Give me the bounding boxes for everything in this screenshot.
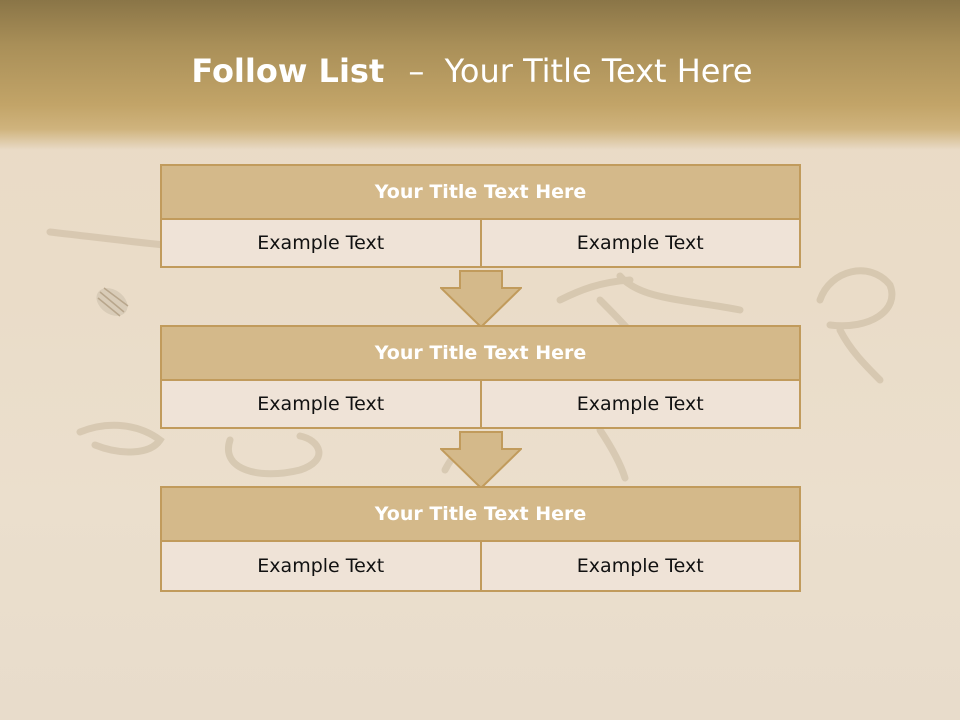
block-title[interactable]: Your Title Text Here xyxy=(160,164,801,220)
block-title[interactable]: Your Title Text Here xyxy=(160,486,801,542)
block-cell-left[interactable]: Example Text xyxy=(162,542,480,590)
block-cell-left[interactable]: Example Text xyxy=(162,381,480,427)
list-block-2: Your Title Text Here Example Text Exampl… xyxy=(160,325,801,429)
down-arrow-icon xyxy=(440,270,522,328)
header-band xyxy=(0,0,960,150)
title-separator: – xyxy=(408,52,425,90)
title-bold: Follow List xyxy=(191,52,385,90)
block-title[interactable]: Your Title Text Here xyxy=(160,325,801,381)
title-rest: Your Title Text Here xyxy=(444,52,753,90)
block-row: Example Text Example Text xyxy=(160,220,801,268)
seashell-icon xyxy=(96,287,129,317)
list-block-3: Your Title Text Here Example Text Exampl… xyxy=(160,486,801,592)
slide-title: Follow List – Your Title Text Here xyxy=(0,52,944,90)
block-cell-right[interactable]: Example Text xyxy=(479,220,799,266)
block-cell-right[interactable]: Example Text xyxy=(479,381,799,427)
block-cell-left[interactable]: Example Text xyxy=(162,220,480,266)
block-cell-right[interactable]: Example Text xyxy=(479,542,799,590)
list-block-1: Your Title Text Here Example Text Exampl… xyxy=(160,164,801,268)
block-row: Example Text Example Text xyxy=(160,381,801,429)
down-arrow-icon xyxy=(440,431,522,489)
block-row: Example Text Example Text xyxy=(160,542,801,592)
